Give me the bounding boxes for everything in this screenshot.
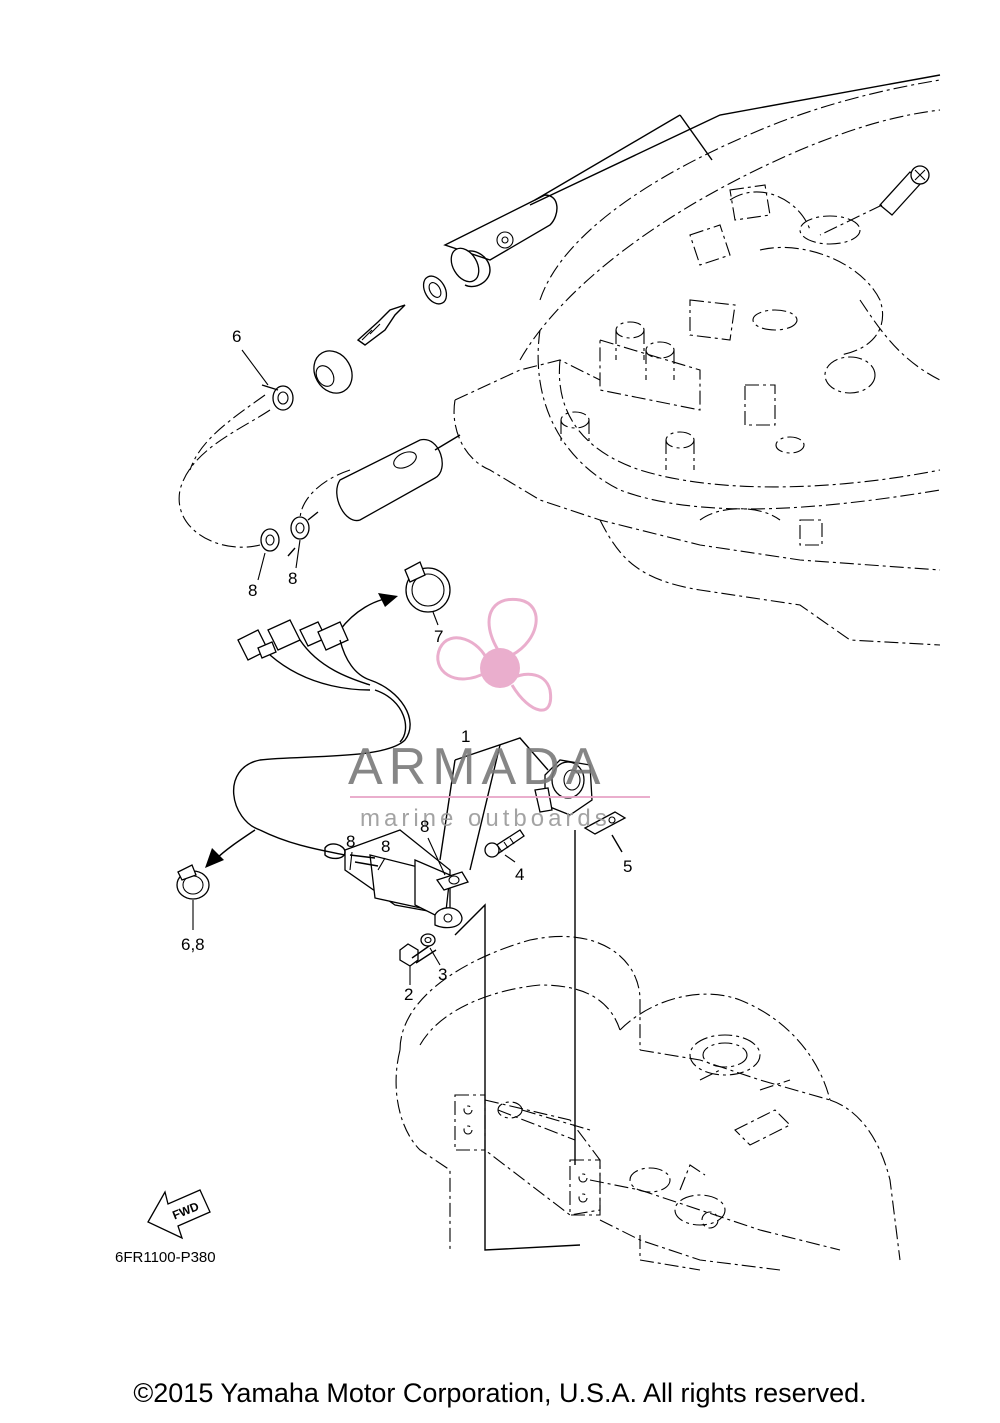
- screw-top-right: [819, 165, 930, 236]
- callout-8-left: 8: [248, 581, 257, 600]
- callout-8-b: 8: [381, 837, 390, 856]
- hose-clip-6: [261, 384, 294, 411]
- cable-rod-assembly-upper: [313, 74, 941, 394]
- arrow-to-clamp-7: [339, 597, 391, 631]
- leader-lines-lower: [454, 830, 581, 1251]
- callouts: 6 8 8 7 1 8 8 8 4 5 6,8 2 3: [181, 327, 632, 1004]
- bracket-5: [583, 811, 627, 853]
- callout-2: 2: [404, 985, 413, 1004]
- leader-line-top: [534, 114, 681, 201]
- callout-4: 4: [515, 865, 524, 884]
- hose-clamp-68: [176, 864, 210, 900]
- fwd-arrow-icon: FWD: [147, 1189, 211, 1240]
- hose-clamp-7: [404, 561, 451, 613]
- washer-3: [420, 933, 436, 947]
- arrow-to-clamp-68: [214, 829, 256, 861]
- callout-7: 7: [434, 627, 443, 646]
- callout-5: 5: [623, 857, 632, 876]
- watermark-tagline: marine outboards: [360, 805, 611, 832]
- switch-bracket-assembly: [324, 829, 469, 929]
- callout-8-a: 8: [346, 832, 355, 851]
- callout-3: 3: [438, 965, 447, 984]
- hose-clips-8: [260, 511, 319, 557]
- hose-upper: [178, 394, 351, 548]
- watermark-brand: ARMADA: [348, 738, 606, 796]
- bolt-2: [399, 943, 437, 967]
- screw-4: [484, 829, 525, 858]
- engine-upper-casing: [453, 79, 941, 646]
- arrow-head-7: [378, 593, 398, 607]
- callout-8-c: 8: [420, 817, 429, 836]
- armada-watermark: ARMADA marine outboards: [348, 597, 650, 832]
- propeller-logo-icon: [436, 597, 553, 712]
- wire-harness: [233, 619, 411, 856]
- lower-housing: [395, 935, 901, 1271]
- callout-6-8: 6,8: [181, 935, 205, 954]
- callout-1: 1: [461, 727, 470, 746]
- cable-joint: [336, 434, 461, 522]
- callout-6-top: 6: [232, 327, 241, 346]
- copyright-notice: ©2015 Yamaha Motor Corporation, U.S.A. A…: [133, 1378, 867, 1408]
- callout-8-right: 8: [288, 569, 297, 588]
- arrow-head-68: [205, 848, 224, 868]
- neutral-switch-1: [439, 737, 593, 871]
- reference-code: 6FR1100-P380: [115, 1249, 216, 1266]
